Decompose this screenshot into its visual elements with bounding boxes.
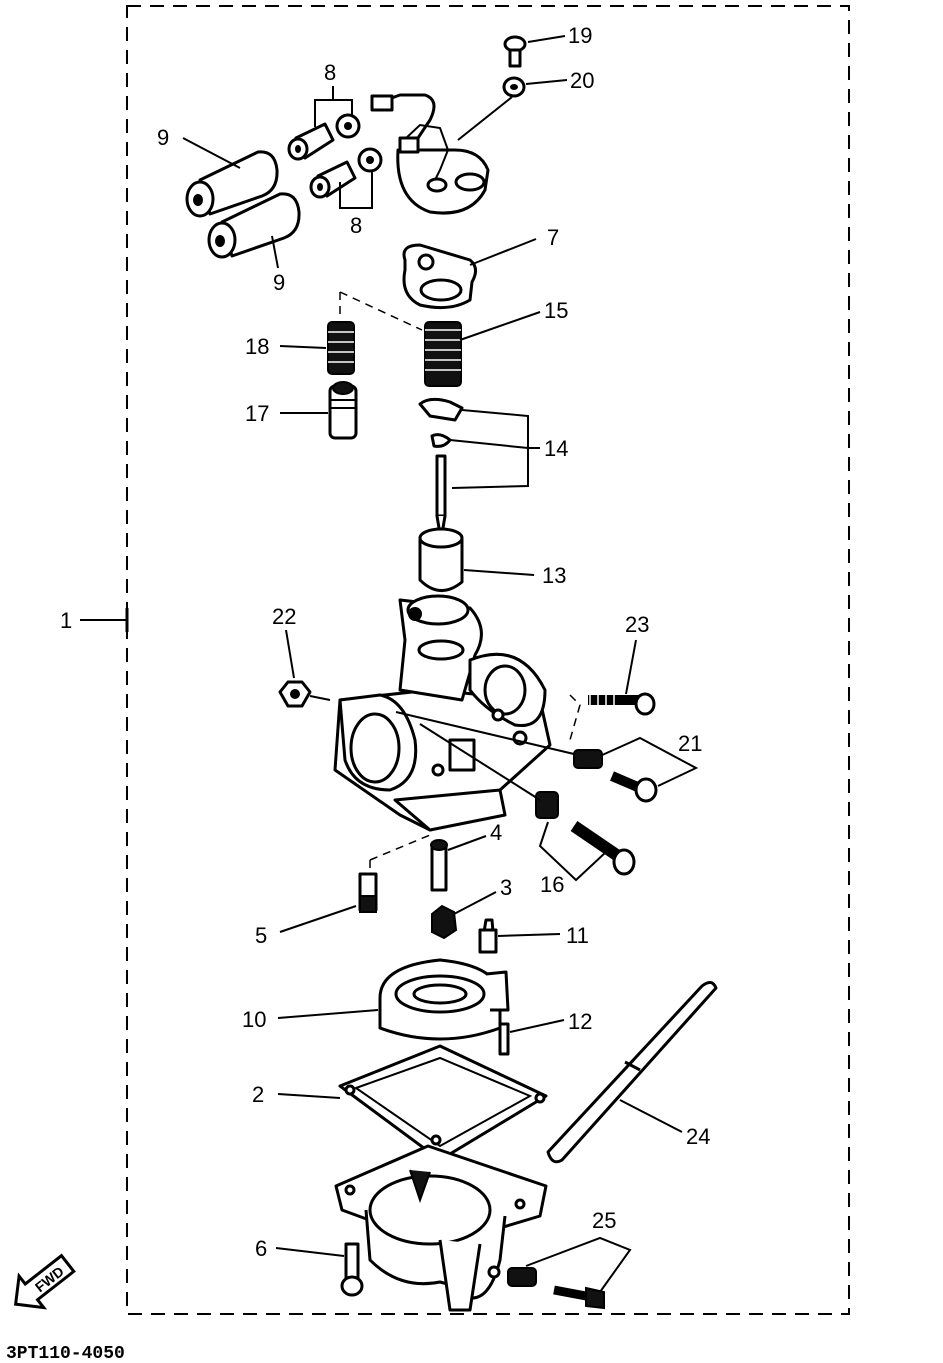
- callout-10: 10: [242, 1007, 266, 1032]
- callout-5: 5: [255, 923, 267, 948]
- part-12-pin: [498, 1022, 510, 1056]
- callout-3: 3: [500, 875, 512, 900]
- callout-22: 22: [272, 604, 296, 629]
- part-22-nut: [278, 680, 312, 708]
- part-24-tube: [546, 981, 718, 1164]
- float-bowl: [334, 1144, 548, 1312]
- callout-25: 25: [592, 1208, 616, 1233]
- callout-18: 18: [245, 334, 269, 359]
- callout-1: 1: [60, 608, 72, 633]
- callout-8-upper: 8: [324, 60, 336, 85]
- assembly-boundary: [126, 5, 850, 1315]
- callout-12: 12: [568, 1009, 592, 1034]
- callout-2: 2: [252, 1082, 264, 1107]
- callout-19: 19: [568, 23, 592, 48]
- part-2-gasket: [338, 1044, 548, 1162]
- part-16-screw-spring: [535, 791, 636, 876]
- callout-13: 13: [542, 563, 566, 588]
- part-18-spring: [327, 321, 355, 375]
- diagram-code: 3PT110-4050: [6, 1344, 125, 1363]
- part-3-main-jet: [431, 904, 458, 940]
- part-10-float: [378, 958, 510, 1041]
- part-19-screw: [503, 35, 527, 68]
- part-14-needle-set: [418, 397, 464, 542]
- part-7-gasket: [402, 243, 477, 310]
- part-9-cap-upper: [185, 150, 279, 218]
- callout-15: 15: [544, 298, 568, 323]
- fwd-arrow-icon: FWD: [13, 1253, 76, 1310]
- part-9-cap-lower: [207, 192, 301, 259]
- callout-8-lower: 8: [350, 213, 362, 238]
- callout-9-upper: 9: [157, 125, 169, 150]
- part-15-spring: [424, 321, 462, 387]
- part-8-nut-lower: [309, 147, 383, 199]
- callout-17: 17: [245, 401, 269, 426]
- part-4-jet: [430, 839, 448, 892]
- callout-4: 4: [490, 820, 502, 845]
- callout-14: 14: [544, 436, 568, 461]
- callout-23: 23: [625, 612, 649, 637]
- part-8-nut-upper: [287, 113, 361, 161]
- part-21-screw-spring: [573, 749, 658, 803]
- callout-24: 24: [686, 1124, 710, 1149]
- part-20-washer: [502, 76, 526, 98]
- choke-cover-assembly: [370, 93, 490, 215]
- part-25-screw-spring: [507, 1267, 605, 1310]
- callout-7: 7: [547, 225, 559, 250]
- part-6-screw: [340, 1242, 364, 1297]
- carburetor-body: [333, 594, 552, 832]
- part-5-screw: [358, 872, 378, 913]
- part-11-needle-valve: [478, 918, 498, 954]
- callout-11: 11: [566, 923, 589, 948]
- part-23-screw: [588, 692, 656, 716]
- callout-20: 20: [570, 68, 594, 93]
- callout-21: 21: [678, 731, 702, 756]
- part-17-screw: [328, 381, 358, 440]
- callout-16: 16: [540, 872, 564, 897]
- callout-6: 6: [255, 1236, 267, 1261]
- callout-9-lower: 9: [273, 270, 285, 295]
- part-13-throttle-valve: [418, 527, 464, 592]
